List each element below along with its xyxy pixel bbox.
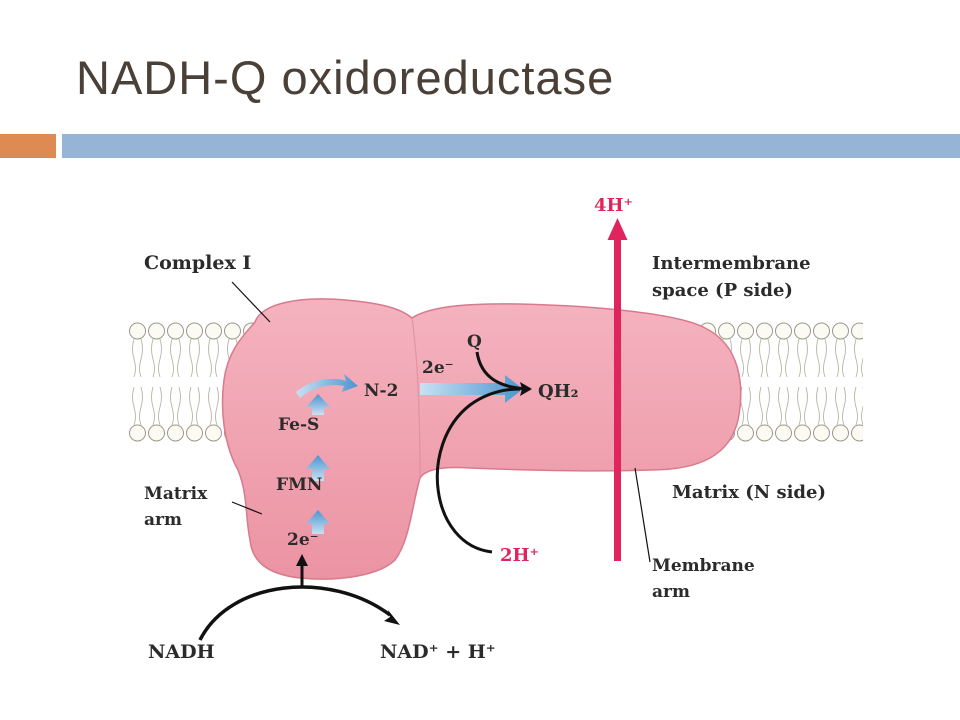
label-intermembrane-2: space (P side)	[652, 280, 793, 301]
label-matrix-side: Matrix (N side)	[672, 482, 826, 503]
proton-pump-arrow-shaft	[614, 236, 621, 561]
label-4h-plus: 4H⁺	[594, 195, 633, 216]
proton-pump-arrowhead	[607, 218, 628, 240]
title-accent-bar-orange	[0, 134, 56, 158]
arrow-n2-to-qh2	[420, 375, 523, 403]
label-nadh: NADH	[148, 641, 215, 663]
arrow-2e-to-fmn	[306, 510, 330, 534]
title-accent-bar-blue	[62, 134, 960, 158]
arrowhead-2e	[296, 554, 308, 566]
label-qh2: QH₂	[538, 381, 579, 402]
arrowhead-qh2	[520, 382, 532, 396]
arrow-fes-to-top	[306, 394, 330, 415]
arrow-fmn-to-fes	[306, 455, 330, 481]
leader-membrane-arm	[634, 467, 651, 563]
arrow-nadh-oxidation	[198, 585, 392, 641]
label-fmn: FMN	[276, 475, 322, 495]
leader-matrix-arm	[231, 501, 263, 515]
label-membrane-arm-2: arm	[652, 582, 690, 602]
arrow-2h-to-qh2	[435, 387, 521, 554]
slide-title: NADH-Q oxidoreductase	[76, 51, 615, 104]
complex-i-body	[221, 298, 742, 580]
label-membrane-arm-1: Membrane	[652, 556, 755, 576]
label-nad-plus: NAD⁺ + H⁺	[380, 641, 496, 663]
leader-complex-i	[231, 281, 271, 323]
label-complex-i: Complex I	[144, 252, 251, 274]
arrowhead-nad	[384, 610, 400, 625]
label-2e-lower: 2e⁻	[287, 530, 319, 550]
complex-divider	[411, 317, 421, 479]
label-matrix-arm-1: Matrix	[144, 484, 208, 504]
label-2e-upper: 2e⁻	[422, 358, 454, 378]
label-matrix-arm-2: arm	[144, 510, 182, 530]
label-q: Q	[467, 332, 482, 352]
label-fe-s: Fe-S	[278, 415, 319, 435]
label-2h-plus: 2H⁺	[500, 545, 539, 566]
arrow-fes-to-n2	[296, 374, 358, 398]
label-n2: N-2	[364, 381, 398, 401]
label-intermembrane-1: Intermembrane	[652, 253, 811, 274]
